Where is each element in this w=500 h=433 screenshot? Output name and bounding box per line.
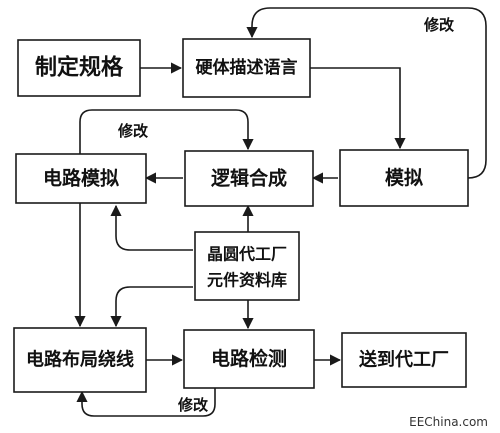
node-sim-label: 模拟 bbox=[385, 166, 423, 189]
node-synth-label: 逻辑合成 bbox=[211, 167, 287, 190]
node-send: 送到代工厂 bbox=[341, 332, 467, 388]
node-foundry-label-line2: 元件资料库 bbox=[207, 271, 287, 290]
node-layout-label: 电路布局绕线 bbox=[26, 349, 134, 371]
node-check-label: 电路检测 bbox=[211, 347, 287, 370]
node-sim: 模拟 bbox=[339, 149, 469, 207]
node-hdl: 硬体描述语言 bbox=[182, 38, 311, 98]
node-check: 电路检测 bbox=[183, 329, 315, 389]
edge-sim-to-hdl-revise bbox=[246, 7, 487, 179]
edge-circuit-sim-to-synth-revise bbox=[79, 109, 254, 154]
node-send-label: 送到代工厂 bbox=[358, 349, 449, 371]
edge-check-to-layout-revise bbox=[76, 388, 216, 417]
node-hdl-label: 硬体描述语言 bbox=[196, 57, 298, 78]
node-spec-label: 制定规格 bbox=[35, 55, 124, 81]
node-synth: 逻辑合成 bbox=[184, 150, 314, 207]
node-foundry-label-line1: 晶圆代工厂 bbox=[207, 245, 287, 264]
edge-library-to-circuit-sim bbox=[110, 204, 193, 251]
node-foundry-library: 晶圆代工厂 元件资料库 bbox=[194, 231, 300, 301]
node-spec: 制定规格 bbox=[17, 39, 141, 97]
edge-hdl-to-sim bbox=[310, 67, 406, 150]
revise-label-check-to-layout: 修改 bbox=[177, 396, 209, 414]
revise-label-sim-to-hdl: 修改 bbox=[423, 16, 455, 34]
node-circuit-sim-label: 电路模拟 bbox=[43, 167, 119, 190]
watermark-text: EEChina.com bbox=[409, 415, 488, 429]
revise-label-circuit-sim-to-synth: 修改 bbox=[117, 122, 149, 140]
node-layout: 电路布局绕线 bbox=[13, 327, 147, 393]
edge-library-to-layout bbox=[110, 286, 193, 328]
node-circuit-sim: 电路模拟 bbox=[15, 153, 147, 204]
